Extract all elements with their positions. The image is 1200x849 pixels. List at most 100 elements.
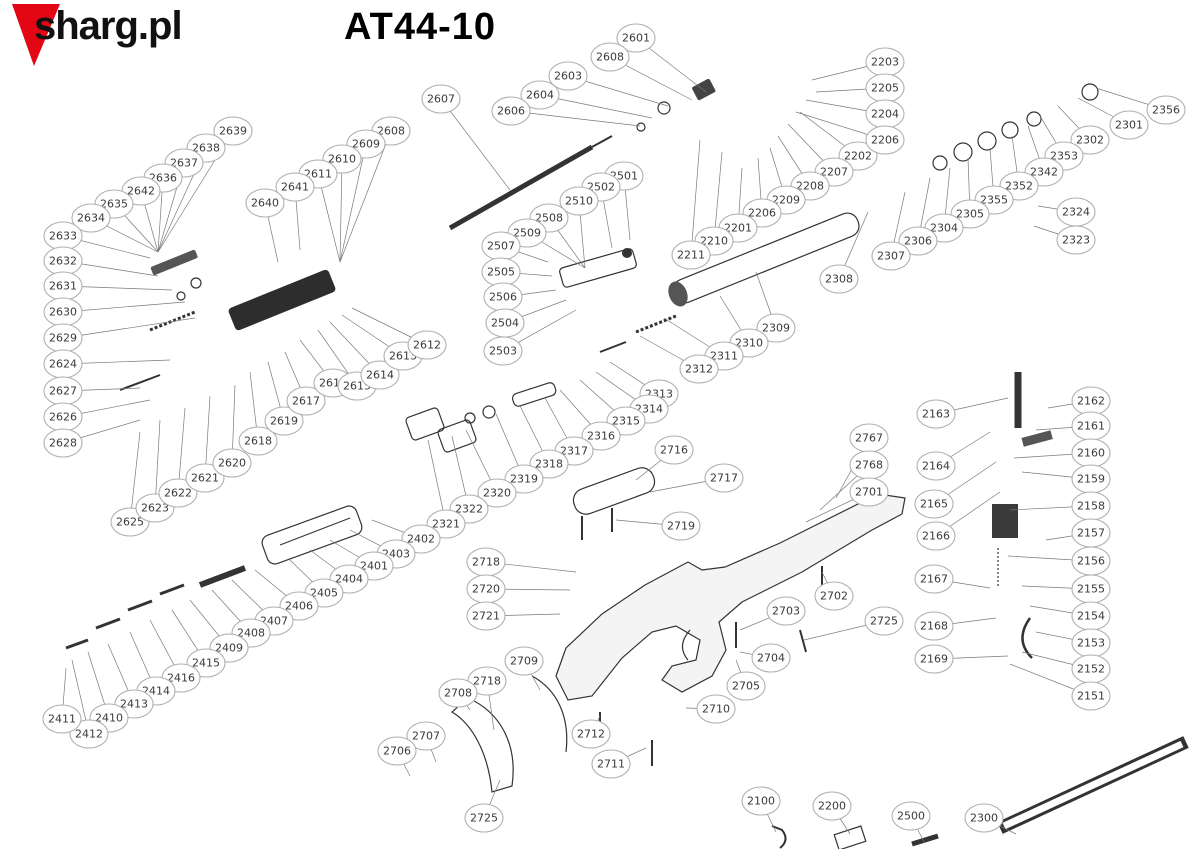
part-callout-2312: 2312	[679, 354, 719, 384]
callout-circle	[661, 511, 701, 541]
callout-circle	[756, 313, 796, 343]
part-callout-2634: 2634	[71, 203, 111, 233]
part-callout-2156: 2156	[1071, 546, 1111, 576]
part-callout-2603: 2603	[548, 61, 588, 91]
part-bolt	[559, 248, 637, 288]
callout-circle	[185, 463, 225, 493]
part-callout-2412: 2412	[69, 719, 109, 749]
callout-number: 2706	[383, 745, 411, 758]
callout-circle	[696, 694, 736, 724]
callout-number: 2168	[920, 620, 948, 633]
leader-line	[339, 143, 367, 263]
callout-number: 2100	[747, 795, 775, 808]
part-callout-2627: 2627	[43, 376, 83, 406]
callout-number: 2415	[192, 657, 220, 670]
part-callout-2631: 2631	[43, 271, 83, 301]
leader-line	[317, 173, 341, 263]
callout-number: 2718	[473, 675, 501, 688]
leader-line	[440, 98, 511, 191]
callout-number: 2607	[427, 93, 455, 106]
callout-number: 2409	[215, 642, 243, 655]
callout-number: 2506	[489, 291, 517, 304]
callout-number: 2633	[49, 230, 77, 243]
callout-circle	[671, 240, 711, 270]
page-title: AT44-10	[344, 6, 497, 48]
part-callout-2614: 2614	[360, 360, 400, 390]
part-callout-2716: 2716	[654, 435, 694, 465]
callout-circle	[679, 354, 719, 384]
callout-number: 2510	[565, 195, 593, 208]
callout-circle	[377, 736, 417, 766]
part-trigger	[1021, 617, 1033, 659]
part-callout-2168: 2168	[914, 611, 954, 641]
callout-number: 2505	[487, 266, 515, 279]
part-callout-2153: 2153	[1071, 628, 1111, 658]
part-callout-2725: 2725	[864, 606, 904, 636]
callout-number: 2609	[352, 138, 380, 151]
leader-line	[129, 431, 141, 523]
callout-number: 2608	[377, 125, 405, 138]
leader-line	[510, 110, 641, 127]
callout-circle	[360, 360, 400, 390]
leader-line	[62, 317, 196, 339]
callout-number: 2321	[432, 518, 460, 531]
part-callout-2356: 2356	[1146, 95, 1186, 125]
callout-number: 2355	[980, 194, 1008, 207]
part-callout-2411: 2411	[42, 704, 82, 734]
part-callout-2300: 2300	[964, 803, 1004, 833]
callout-number: 2310	[735, 337, 763, 350]
callout-circle	[548, 61, 588, 91]
part-callout-2169: 2169	[914, 644, 954, 674]
part-callout-2705: 2705	[726, 671, 766, 701]
callout-circle	[849, 477, 889, 507]
part-callout-2154: 2154	[1071, 601, 1111, 631]
callout-circle	[71, 203, 111, 233]
callout-circle	[69, 719, 109, 749]
part-spring	[149, 310, 196, 332]
callout-number: 2718	[472, 556, 500, 569]
part-callout-2712: 2712	[571, 719, 611, 749]
callout-number: 2618	[244, 435, 272, 448]
part-callout-2707: 2707	[406, 721, 446, 751]
callout-number: 2157	[1077, 527, 1105, 540]
part-callout-2632: 2632	[43, 246, 83, 276]
callout-circle	[819, 264, 859, 294]
callout-circle	[812, 791, 852, 821]
callout-circle	[1070, 125, 1110, 155]
callout-number: 2160	[1077, 447, 1105, 460]
part-callout-2100: 2100	[741, 786, 781, 816]
callout-number: 2717	[710, 472, 738, 485]
callout-circle	[726, 671, 766, 701]
part-bolt-handle	[911, 833, 939, 847]
callout-number: 2725	[870, 615, 898, 628]
callout-number: 2638	[192, 142, 220, 155]
callout-number: 2507	[487, 240, 515, 253]
part-callout-2205: 2205	[865, 73, 905, 103]
callout-number: 2356	[1152, 104, 1180, 117]
callout-number: 2306	[904, 235, 932, 248]
callout-number: 2629	[49, 332, 77, 345]
callout-number: 2702	[820, 590, 848, 603]
part-callout-2718: 2718	[467, 666, 507, 696]
part-callout-2500: 2500	[891, 801, 931, 831]
callout-number: 2624	[49, 358, 77, 371]
callout-number: 2161	[1077, 420, 1105, 433]
part-callout-2166: 2166	[916, 521, 956, 551]
callout-number: 2159	[1077, 473, 1105, 486]
callout-number: 2300	[970, 812, 998, 825]
callout-number: 2316	[587, 430, 615, 443]
callout-number: 2500	[897, 810, 925, 823]
leader-line	[690, 139, 701, 256]
callout-number: 2308	[825, 273, 853, 286]
part-callout-2162: 2162	[1071, 386, 1111, 416]
part-callout-2323: 2323	[1056, 225, 1096, 255]
callout-circle	[483, 336, 523, 366]
callout-number: 2202	[844, 150, 872, 163]
part-callout-2706: 2706	[377, 736, 417, 766]
part-callout-2628: 2628	[43, 428, 83, 458]
callout-number: 2315	[612, 415, 640, 428]
callout-number: 2156	[1077, 555, 1105, 568]
callout-circle	[916, 451, 956, 481]
callout-number: 2209	[772, 194, 800, 207]
part-callout-2630: 2630	[43, 297, 83, 327]
